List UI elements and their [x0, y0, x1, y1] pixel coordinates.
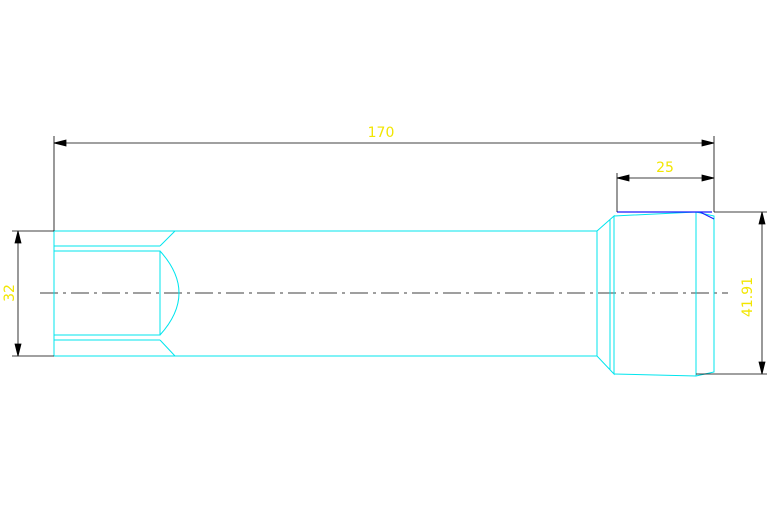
dimension-overall-length	[53, 136, 715, 231]
dim-text-overall-length: 170	[368, 125, 395, 141]
dimension-shank-diameter	[12, 230, 54, 357]
bore-tip-arc	[159, 250, 180, 336]
dim-text-head-length: 25	[656, 160, 674, 176]
dim-text-shank-diameter: 32	[2, 284, 18, 302]
dimension-head-diameter	[696, 211, 767, 375]
part-outline	[53, 211, 715, 377]
head	[613, 211, 715, 377]
shank-body	[53, 214, 615, 376]
dim-text-head-diameter: 41.91	[740, 277, 756, 317]
dimension-head-length	[616, 173, 715, 212]
bore	[54, 250, 161, 336]
